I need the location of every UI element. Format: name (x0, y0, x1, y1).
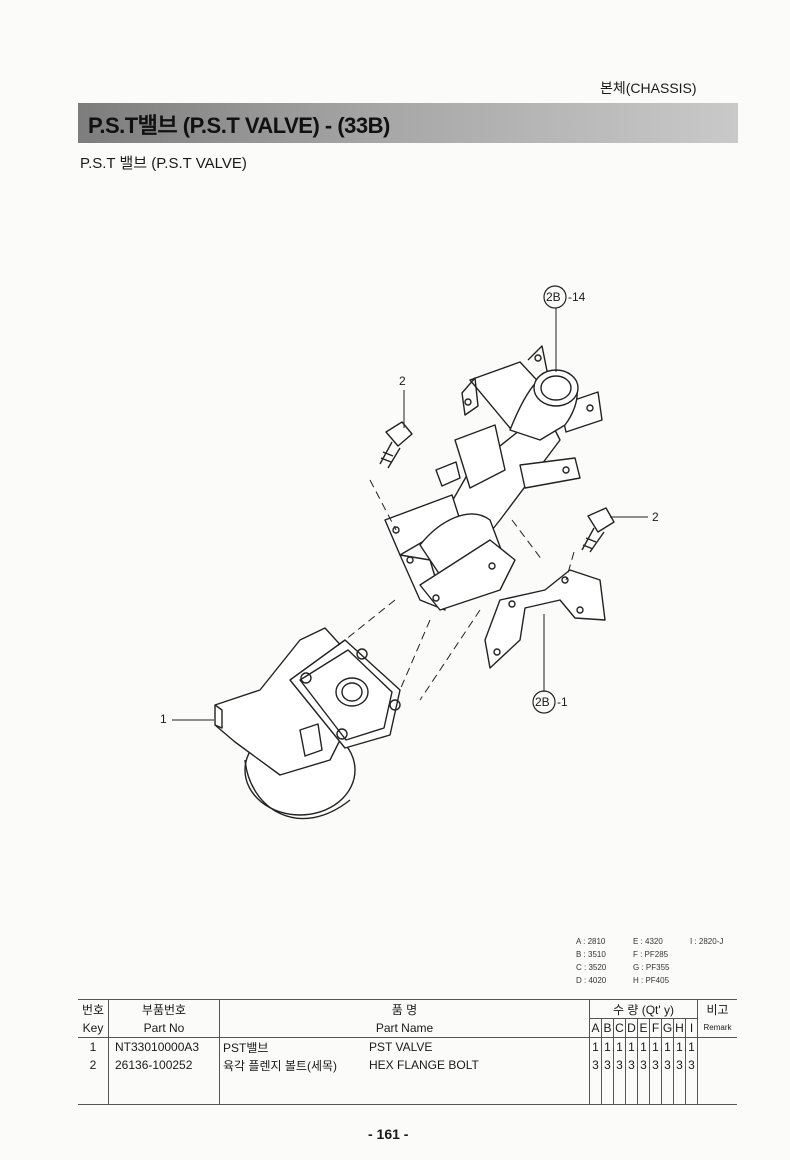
qty-letter: F (649, 1018, 662, 1038)
header-key-ko: 번호 (78, 999, 109, 1019)
header-name-ko: 품 명 (219, 999, 590, 1019)
table-header-row-1: 번호 부품번호 품 명 수 량 (Qt' y) 비고 (78, 999, 737, 1019)
row-qty: 1 (601, 1037, 614, 1056)
callout-circle-2b-14 (543, 285, 567, 309)
diagram-subtitle: P.S.T 밸브 (P.S.T VALVE) (80, 155, 247, 172)
table-row: 2 26136-100252 육각 플렌지 볼트(세목) HEX FLANGE … (78, 1056, 737, 1074)
row-name-ko: PST밸브 (223, 1040, 269, 1055)
qty-letter: I (685, 1018, 698, 1038)
title-bar (78, 103, 738, 143)
row-qty: 3 (649, 1056, 662, 1074)
table-row: 1 NT33010000A3 PST밸브 PST VALVE 1 1 1 1 1… (78, 1037, 737, 1056)
model-legend: A : 2810 E : 4320 I : 2820-J B : 3510 F : P… (576, 935, 747, 987)
row-qty: 3 (637, 1056, 650, 1074)
row-qty: 1 (685, 1037, 698, 1056)
row-qty: 3 (613, 1056, 626, 1074)
legend-entry: I : 2820-J (690, 937, 724, 946)
callout-2-upper: 2 (399, 374, 406, 388)
row-qty: 3 (673, 1056, 686, 1074)
row-name-en: HEX FLANGE BOLT (369, 1056, 590, 1074)
row-qty: 3 (589, 1056, 602, 1074)
bolt-right-drawing (581, 507, 615, 553)
header-key-en: Key (78, 1018, 109, 1038)
legend-row: D : 4020 H : PF405 (576, 974, 747, 987)
section-label: 본체(CHASSIS) (600, 80, 697, 96)
row-remark (697, 1037, 737, 1056)
legend-entry: C : 3520 (576, 963, 607, 972)
callout-2b-1-circle-text: 2B (535, 695, 550, 709)
row-qty: 1 (673, 1037, 686, 1056)
legend-entry: H : PF405 (633, 976, 670, 985)
exploded-parts-diagram (172, 285, 648, 820)
legend-entry: A : 2810 (576, 937, 606, 946)
row-part-no: NT33010000A3 (108, 1037, 220, 1056)
legend-row: A : 2810 E : 4320 I : 2820-J (576, 935, 747, 948)
legend-row: C : 3520 G : PF355 (576, 961, 747, 974)
header-partno-ko: 부품번호 (108, 999, 220, 1019)
row-qty: 1 (613, 1037, 626, 1056)
row-name-en: PST VALVE (369, 1037, 590, 1056)
callout-circle-2b-1 (532, 690, 556, 714)
qty-letter: D (625, 1018, 638, 1038)
row-qty: 1 (625, 1037, 638, 1056)
page-number: - 161 - (368, 1126, 409, 1142)
row-qty: 1 (637, 1037, 650, 1056)
row-key: 2 (78, 1056, 109, 1074)
legend-entry: D : 4020 (576, 976, 607, 985)
legend-entry: F : PF285 (633, 950, 669, 959)
qty-letter: H (673, 1018, 686, 1038)
row-qty: 1 (661, 1037, 674, 1056)
row-remark (697, 1056, 737, 1074)
legend-entry: E : 4320 (633, 937, 663, 946)
header-qty: 수 량 (Qt' y) (589, 999, 698, 1019)
bolt-left-drawing (379, 421, 413, 469)
table-header-row-2: Key Part No Part Name A B C D E F G H I … (78, 1018, 737, 1038)
header-remark-en: Remark (697, 1018, 737, 1038)
qty-letter: E (637, 1018, 650, 1038)
callout-2b-1-suffix: -1 (557, 695, 568, 709)
callout-2-right: 2 (652, 510, 659, 524)
pst-valve-drawing (214, 627, 401, 820)
page-title: P.S.T밸브 (P.S.T VALVE) - (33B) (88, 113, 390, 138)
qty-letter: C (613, 1018, 626, 1038)
row-key: 1 (78, 1037, 109, 1056)
legend-row: B : 3510 F : PF285 (576, 948, 747, 961)
row-qty: 1 (589, 1037, 602, 1056)
callout-2b-14-circle-text: 2B (546, 290, 561, 304)
table-spacer-row (78, 1074, 737, 1105)
row-qty: 3 (601, 1056, 614, 1074)
header-remark-ko: 비고 (697, 999, 737, 1019)
header-partno-en: Part No (108, 1018, 220, 1038)
pipe-assembly-drawing (384, 345, 603, 611)
qty-letter: G (661, 1018, 674, 1038)
callout-1: 1 (160, 712, 167, 726)
row-qty: 3 (661, 1056, 674, 1074)
qty-letter: B (601, 1018, 614, 1038)
row-qty: 3 (685, 1056, 698, 1074)
callout-2b-14-suffix: -14 (568, 290, 586, 304)
header-name-en: Part Name (219, 1018, 590, 1038)
parts-table: 번호 부품번호 품 명 수 량 (Qt' y) 비고 Key Part No P… (78, 999, 737, 1105)
qty-letter: A (589, 1018, 602, 1038)
legend-entry: G : PF355 (633, 963, 670, 972)
legend-entry: B : 3510 (576, 950, 606, 959)
row-qty: 1 (649, 1037, 662, 1056)
bracket-drawing (484, 569, 606, 669)
row-qty: 3 (625, 1056, 638, 1074)
row-part-no: 26136-100252 (108, 1056, 220, 1074)
row-name-ko: 육각 플렌지 볼트(세목) (223, 1058, 338, 1073)
